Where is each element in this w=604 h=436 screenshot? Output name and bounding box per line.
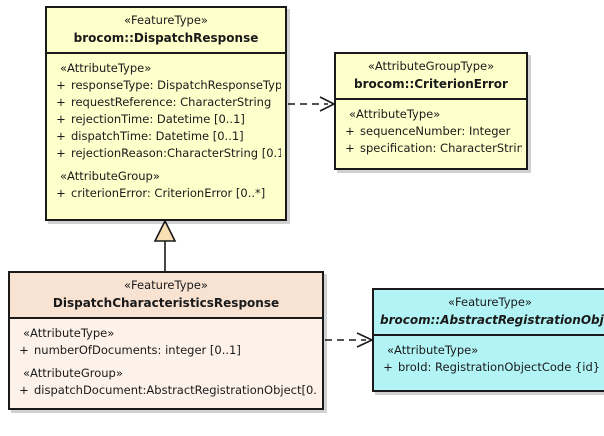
dependency-dispatchresponse-criterionerror — [288, 96, 336, 112]
attribute-visibility: + — [383, 360, 393, 374]
compartment-label-attributetype: «AttributeType» — [349, 107, 441, 121]
class-box-abstract-registration-object[interactable]: «FeatureType» brocom::AbstractRegistrati… — [372, 288, 604, 392]
attribute-text: dispatchTime: Datetime [0..1] — [71, 129, 244, 143]
attribute-text: rejectionReason:CharacterString [0.1] — [71, 146, 281, 160]
attribute-row: + numberOfDocuments: integer [0..1] — [14, 342, 318, 359]
attribute-visibility: + — [56, 146, 66, 160]
class-stereotype: «FeatureType» — [124, 278, 208, 292]
attribute-visibility: + — [19, 343, 29, 357]
class-name: brocom::AbstractRegistrationObject — [380, 313, 604, 327]
class-stereotype: «FeatureType» — [124, 13, 208, 27]
attribute-text: responseType: DispatchResponseType — [71, 78, 281, 92]
attribute-visibility: + — [56, 95, 66, 109]
compartment-label-attributetype: «AttributeType» — [387, 343, 479, 357]
generalization-dispatchcharacteristics-dispatchresponse — [153, 219, 177, 271]
attribute-row: + sequenceNumber: Integer — [340, 123, 522, 140]
attribute-row: + dispatchDocument:AbstractRegistrationO… — [14, 382, 318, 399]
attribute-row: + broId: RegistrationObjectCode {id} — [378, 359, 602, 376]
attribute-row: + requestReference: CharacterString — [51, 94, 281, 111]
attribute-text: numberOfDocuments: integer [0..1] — [34, 343, 241, 357]
attribute-row: + rejectionReason:CharacterString [0.1] — [51, 145, 281, 162]
class-name: DispatchCharacteristicsResponse — [52, 296, 280, 310]
attribute-text: rejectionTime: Datetime [0..1] — [71, 112, 245, 126]
class-name: brocom::DispatchResponse — [73, 31, 259, 45]
attribute-visibility: + — [56, 186, 66, 200]
attribute-visibility: + — [56, 112, 66, 126]
attribute-visibility: + — [56, 78, 66, 92]
class-box-dispatch-characteristics-response[interactable]: «FeatureType» DispatchCharacteristicsRes… — [8, 271, 324, 410]
attribute-visibility: + — [56, 129, 66, 143]
class-box-dispatch-response[interactable]: «FeatureType» brocom::DispatchResponse «… — [45, 6, 287, 221]
attribute-text: specification: CharacterString — [360, 141, 522, 155]
class-name: brocom::CriterionError — [354, 77, 508, 91]
attribute-row: + rejectionTime: Datetime [0..1] — [51, 111, 281, 128]
attribute-text: requestReference: CharacterString — [71, 95, 272, 109]
dependency-dispatchcharacteristics-abstractregistrationobject — [325, 332, 374, 348]
attribute-visibility: + — [345, 141, 355, 155]
class-header-abstract-registration-object: «FeatureType» brocom::AbstractRegistrati… — [374, 290, 604, 336]
compartment-label-attributetype: «AttributeType» — [60, 61, 152, 75]
class-body-abstract-registration-object: «AttributeType» + broId: RegistrationObj… — [374, 336, 604, 382]
attribute-visibility: + — [19, 383, 29, 397]
attribute-text: criterionError: CriterionError [0..*] — [71, 186, 266, 200]
attribute-row: + criterionError: CriterionError [0..*] — [51, 185, 281, 202]
class-box-criterion-error[interactable]: «AttributeGroupType» brocom::CriterionEr… — [334, 52, 528, 170]
attribute-text: broId: RegistrationObjectCode {id} — [398, 360, 601, 374]
class-header-dispatch-response: «FeatureType» brocom::DispatchResponse — [47, 8, 285, 54]
compartment-label-attributegroup: «AttributeGroup» — [60, 169, 160, 183]
attribute-row: + dispatchTime: Datetime [0..1] — [51, 128, 281, 145]
class-body-dispatch-characteristics-response: «AttributeType» + numberOfDocuments: int… — [10, 319, 322, 405]
attribute-row: + specification: CharacterString — [340, 140, 522, 157]
compartment-label-attributetype: «AttributeType» — [23, 326, 115, 340]
class-body-criterion-error: «AttributeType» + sequenceNumber: Intege… — [336, 100, 526, 163]
class-stereotype: «FeatureType» — [448, 295, 532, 309]
attribute-text: sequenceNumber: Integer — [360, 124, 511, 138]
class-header-criterion-error: «AttributeGroupType» brocom::CriterionEr… — [336, 54, 526, 100]
class-stereotype: «AttributeGroupType» — [367, 59, 495, 73]
attribute-row: + responseType: DispatchResponseType — [51, 77, 281, 94]
class-header-dispatch-characteristics-response: «FeatureType» DispatchCharacteristicsRes… — [10, 273, 322, 319]
compartment-label-attributegroup: «AttributeGroup» — [23, 366, 123, 380]
attribute-text: dispatchDocument:AbstractRegistrationObj… — [34, 383, 318, 397]
attribute-visibility: + — [345, 124, 355, 138]
class-body-dispatch-response: «AttributeType» + responseType: Dispatch… — [47, 54, 285, 208]
